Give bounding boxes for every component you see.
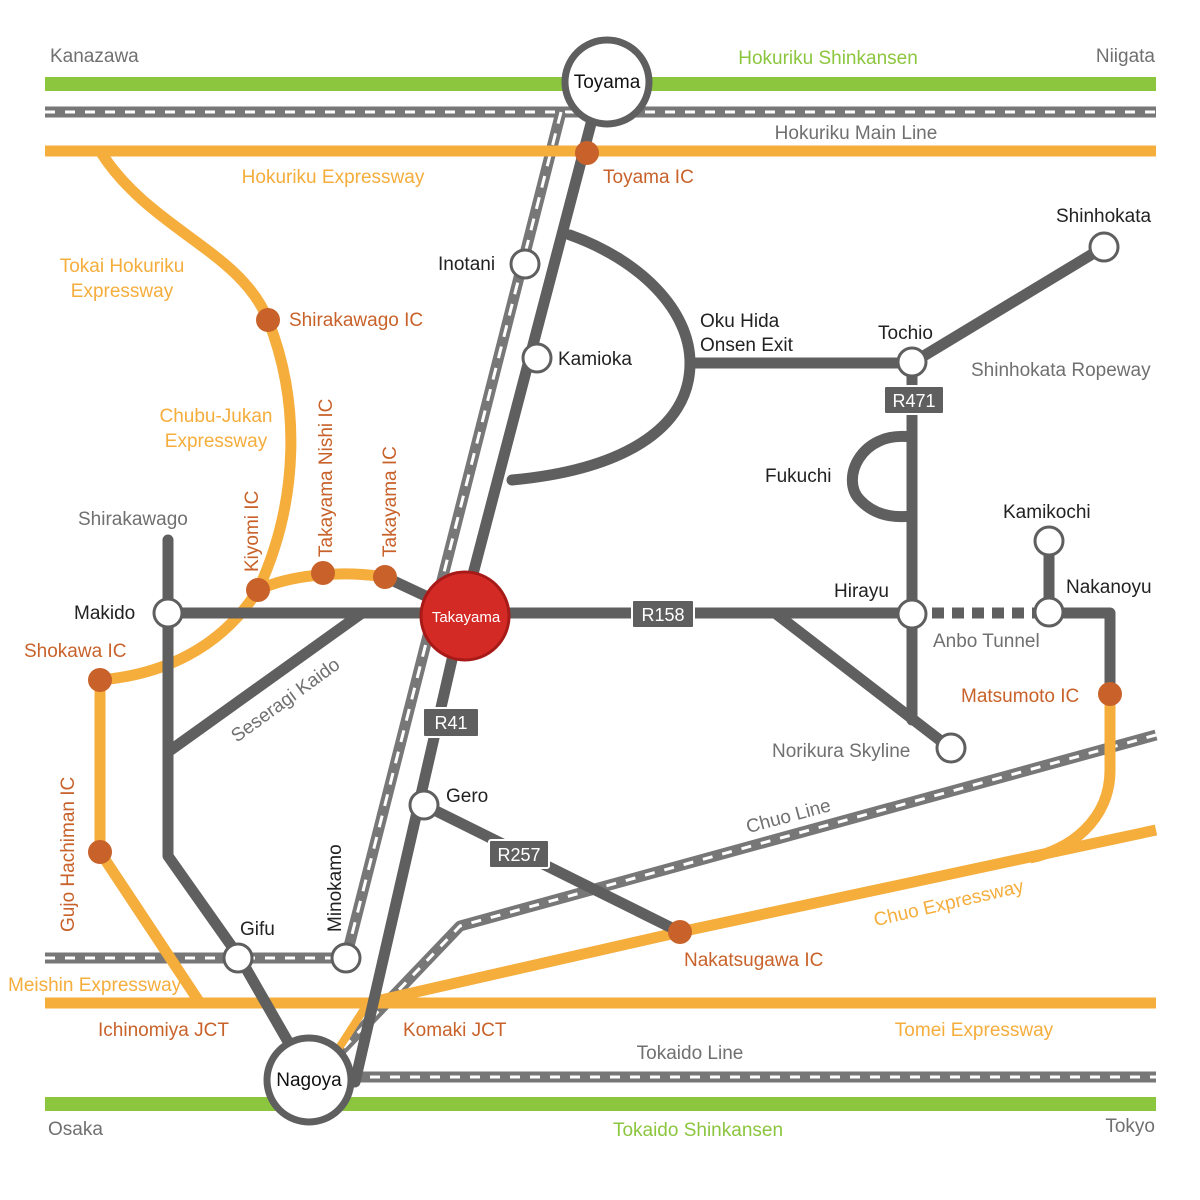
oku-hida-label-1: Oku Hida: [700, 311, 780, 332]
r158-badge: R158: [631, 599, 695, 629]
shinhokata-station[interactable]: [1088, 231, 1120, 263]
minokamo-label: Minokamo: [325, 844, 346, 932]
shinhokata-label: Shinhokata: [1056, 206, 1152, 227]
inotani-station[interactable]: [509, 248, 541, 280]
gero-label: Gero: [446, 786, 488, 807]
tokyo-label: Tokyo: [1105, 1116, 1155, 1137]
toyama-label: Toyama: [574, 72, 641, 93]
gero-station[interactable]: [408, 789, 440, 821]
tokai-hokuriku-label-2: Expressway: [71, 281, 174, 302]
matsumoto-ic-label: Matsumoto IC: [961, 686, 1079, 707]
oku-hida-label-2: Onsen Exit: [700, 335, 794, 356]
kiyomi-ic-dot: [246, 578, 270, 602]
nagoya-label: Nagoya: [276, 1070, 342, 1091]
matsumoto-ic-dot: [1098, 682, 1122, 706]
toyama-ic-dot: [575, 141, 599, 165]
nakatsugawa-ic-dot: [668, 920, 692, 944]
gujo-hachiman-ic-dot: [88, 840, 112, 864]
hokuriku-expressway-label: Hokuriku Expressway: [242, 167, 425, 188]
tochio-label: Tochio: [878, 323, 933, 344]
shokawa-ic-dot: [88, 668, 112, 692]
takayama-label: Takayama: [432, 609, 501, 626]
tokai-hokuriku-expressway-line: [94, 148, 297, 1007]
svg-text:R257: R257: [497, 845, 540, 865]
inotani-label: Inotani: [438, 254, 495, 275]
meishin-expressway-label: Meishin Expressway: [8, 975, 182, 996]
kamikochi-label: Kamikochi: [1003, 502, 1091, 523]
nakatsugawa-ic-label: Nakatsugawa IC: [684, 950, 823, 971]
r471-badge: R471: [883, 385, 945, 415]
tomei-expressway-label: Tomei Expressway: [895, 1020, 1054, 1041]
shinhokata-ropeway-label: Shinhokata Ropeway: [971, 360, 1151, 381]
kiyomi-ic-label: Kiyomi IC: [242, 491, 263, 572]
seseragi-kaido-road: [162, 607, 368, 758]
makido-label: Makido: [74, 603, 135, 624]
tokaido-line-label: Tokaido Line: [637, 1043, 744, 1064]
nakanoyu-station[interactable]: [1033, 596, 1065, 628]
tochio-station[interactable]: [896, 346, 928, 378]
nakanoyu-label: Nakanoyu: [1066, 577, 1152, 598]
makido-station[interactable]: [152, 597, 184, 629]
takayama-nishi-ic-label: Takayama Nishi IC: [316, 399, 337, 557]
fukuchi-label: Fukuchi: [765, 466, 832, 487]
svg-text:R471: R471: [892, 391, 935, 411]
takayama-nishi-ic-dot: [311, 561, 335, 585]
norikura-station[interactable]: [935, 732, 967, 764]
gifu-station[interactable]: [222, 942, 254, 974]
norikura-road: [769, 607, 956, 754]
hokuriku-main-line-label: Hokuriku Main Line: [775, 123, 938, 144]
chubu-jukan-label-2: Expressway: [165, 431, 268, 452]
hokuriku-shinkansen-label: Hokuriku Shinkansen: [738, 48, 918, 69]
norikura-skyline-label: Norikura Skyline: [772, 741, 910, 762]
r257-road: [418, 799, 686, 938]
chuo-expressway-branch: [1028, 694, 1116, 864]
r41-badge: R41: [422, 707, 480, 738]
tokaido-shinkansen-label: Tokaido Shinkansen: [613, 1120, 783, 1141]
kamikochi-station[interactable]: [1033, 525, 1065, 557]
shirakawago-ic-label: Shirakawago IC: [289, 310, 423, 331]
gujo-hachiman-ic-label: Gujo Hachiman IC: [58, 777, 79, 932]
kamioka-station[interactable]: [521, 342, 553, 374]
svg-text:R41: R41: [434, 713, 467, 733]
shirakawago-ic-dot: [256, 308, 280, 332]
fukuchi-loop: [846, 430, 918, 523]
hirayu-label: Hirayu: [834, 581, 889, 602]
takayama-ic-dot: [373, 565, 397, 589]
toyama-ic-label: Toyama IC: [603, 167, 694, 188]
tokai-hokuriku-label-1: Tokai Hokuriku: [60, 256, 185, 277]
shirakawago-label: Shirakawago: [78, 509, 188, 530]
kanazawa-label: Kanazawa: [50, 46, 139, 67]
anbo-tunnel-label: Anbo Tunnel: [933, 631, 1040, 652]
toyama-city-circle[interactable]: [561, 36, 653, 128]
gifu-label: Gifu: [240, 919, 275, 940]
road-nakanoyu-matsumoto: [1043, 607, 1116, 700]
osaka-label: Osaka: [48, 1119, 103, 1140]
ichinomiya-jct-label: Ichinomiya JCT: [98, 1020, 229, 1041]
kamioka-label: Kamioka: [558, 349, 632, 370]
niigata-label: Niigata: [1096, 46, 1156, 67]
chubu-jukan-label-1: Chubu-Jukan: [159, 406, 272, 427]
takayama-line-rail: [340, 110, 567, 960]
minokamo-station[interactable]: [330, 942, 362, 974]
road-tochio-shinhokata: [906, 241, 1110, 369]
r257-badge: R257: [488, 839, 550, 869]
takayama-city-circle[interactable]: [419, 570, 511, 662]
road-shirakawago: [162, 534, 316, 1086]
svg-text:R158: R158: [641, 605, 684, 625]
komaki-jct-label: Komaki JCT: [403, 1020, 507, 1041]
hirayu-station[interactable]: [896, 598, 928, 630]
takayama-ic-label: Takayama IC: [380, 446, 401, 557]
nagoya-city-circle[interactable]: [263, 1034, 355, 1126]
shokawa-ic-label: Shokawa IC: [24, 641, 126, 662]
chuo-line-rail: [326, 729, 1158, 1066]
